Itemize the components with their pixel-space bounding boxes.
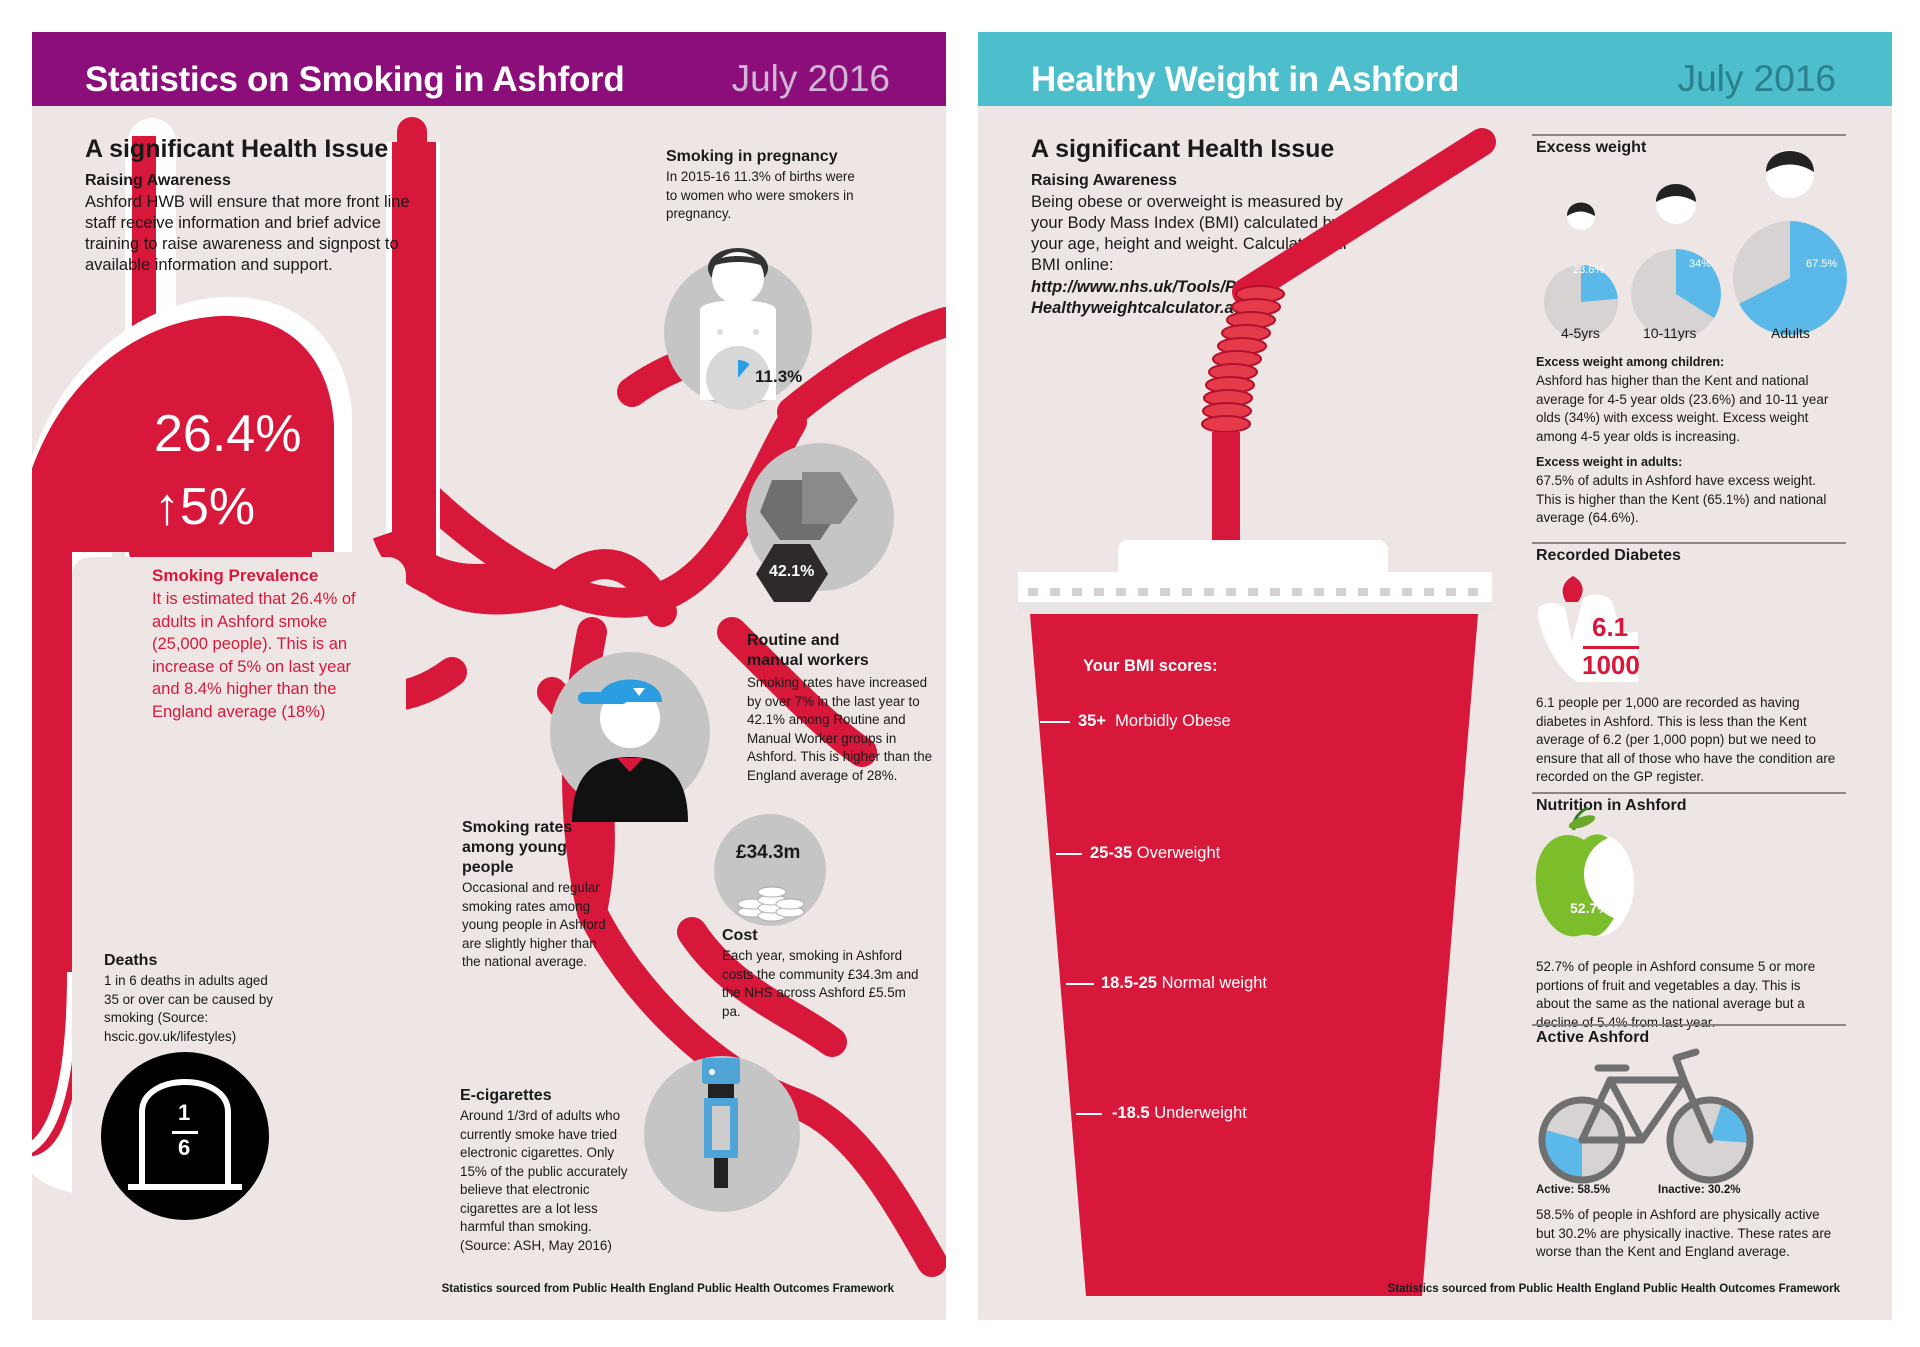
smoking-date: July 2016 [731, 58, 890, 99]
pregnancy-text: In 2015-16 11.3% of births were to women… [666, 169, 855, 221]
pie-10-11yrs-label: 10-11yrs [1643, 325, 1697, 341]
pie-4-5yrs-slice [1581, 264, 1618, 302]
weight-date: July 2016 [1677, 58, 1836, 99]
pie-adults-label: Adults [1771, 325, 1810, 341]
drink-cup-illustration [1018, 128, 1496, 1296]
deaths-denominator: 6 [178, 1135, 191, 1160]
weight-intro-text: Being obese or overweight is measured by… [1031, 193, 1349, 274]
bmi-level-2-range: 25-35 [1090, 844, 1133, 862]
cost-icon [714, 814, 826, 926]
straw-bend [1201, 285, 1285, 433]
bmi-calculator-link[interactable]: http://www.nhs.uk/Tools/Pages/ Healthywe… [1031, 278, 1279, 317]
deaths-text: 1 in 6 deaths in adults aged 35 or over … [104, 973, 273, 1044]
bmi-level-1-range: 35+ [1078, 712, 1106, 730]
prevalence-value: 26.4% [154, 405, 302, 463]
routine-value: 42.1% [769, 563, 815, 580]
inactive-label: Inactive: 30.2% [1658, 1184, 1741, 1196]
weight-header: Healthy Weight in Ashford July 2016 [978, 32, 1892, 106]
blood-drop-icon [1562, 576, 1583, 602]
young-text: Occasional and regular smoking rates amo… [462, 880, 606, 969]
bmi-level-3-range: 18.5-25 [1101, 974, 1157, 992]
smoking-header: Statistics on Smoking in Ashford July 20… [32, 32, 946, 106]
active-title: Active Ashford [1536, 1029, 1650, 1046]
excess-adults-title: Excess weight in adults: [1536, 455, 1683, 469]
routine-text: Smoking rates have increased by over 7% … [747, 675, 933, 783]
active-wheel-fill [1544, 1130, 1582, 1177]
right-bronchus [392, 142, 436, 562]
pie-4-5yrs-value: 23.6% [1573, 264, 1605, 276]
pie-10-11yrs-slice [1676, 249, 1721, 319]
smoking-intro-heading: A significant Health Issue [85, 135, 389, 163]
routine-title: Routine and manual workers [747, 632, 869, 669]
weight-intro-heading: A significant Health Issue [1031, 135, 1335, 163]
nutrition-value: 52.7% [1570, 900, 1610, 916]
bmi-level-4: -18.5 Underweight [1112, 1104, 1247, 1123]
bmi-level-3-label: Normal weight [1161, 974, 1268, 992]
excess-title: Excess weight [1536, 139, 1647, 156]
routine-icon [746, 443, 894, 602]
bmi-level-4-range: -18.5 [1112, 1104, 1150, 1122]
prevalence-title: Smoking Prevalence [152, 566, 319, 585]
bmi-level-1: 35+ Morbidly Obese [1078, 712, 1231, 731]
ecigarette-icon [644, 1056, 800, 1212]
pie-10-11yrs-value: 34% [1689, 258, 1712, 270]
excess-adults-text: 67.5% of adults in Ashford have excess w… [1536, 473, 1827, 525]
weight-panel: Healthy Weight in Ashford July 2016 A si… [978, 32, 1892, 1320]
smoking-panel: Statistics on Smoking in Ashford July 20… [32, 32, 946, 1320]
excess-weight-pies [1544, 150, 1847, 339]
deaths-title: Deaths [104, 952, 158, 969]
ecig-title: E-cigarettes [460, 1087, 552, 1104]
divider [1532, 1024, 1846, 1026]
weight-title: Healthy Weight in Ashford [1031, 60, 1460, 99]
diabetes-text: 6.1 people per 1,000 are recorded as hav… [1536, 695, 1836, 784]
ecig-text: Around 1/3rd of adults who currently smo… [460, 1108, 628, 1253]
bmi-level-1-label: Morbidly Obese [1115, 712, 1231, 730]
prevalence-text: It is estimated that 26.4% of adults in … [152, 590, 356, 721]
smoking-title: Statistics on Smoking in Ashford [85, 60, 625, 99]
young-person-icon [550, 652, 710, 822]
bmi-level-4-label: Underweight [1154, 1104, 1247, 1122]
bmi-level-2-label: Overweight [1136, 844, 1221, 862]
prevalence-change: ↑5% [154, 478, 256, 536]
diabetes-denominator: 1000 [1582, 650, 1640, 680]
weight-footer: Statistics sourced from Public Health En… [1387, 1283, 1840, 1295]
bmi-level-2: 25-35 Overweight [1090, 844, 1220, 863]
deaths-numerator: 1 [178, 1100, 191, 1125]
bmi-title: Your BMI scores: [1083, 657, 1218, 675]
gravestone-icon [101, 1052, 269, 1220]
pregnancy-title: Smoking in pregnancy [666, 148, 838, 165]
active-text: 58.5% of people in Ashford are physicall… [1536, 1207, 1832, 1259]
bmi-level-3: 18.5-25 Normal weight [1101, 974, 1267, 993]
cost-text: Each year, smoking in Ashford costs the … [722, 948, 919, 1019]
weight-intro-subheading: Raising Awareness [1031, 172, 1177, 189]
cup-body [1030, 614, 1478, 1296]
cost-value: £34.3m [736, 842, 801, 863]
pregnancy-value: 11.3% [755, 367, 803, 386]
divider [1532, 134, 1846, 136]
apple-icon [1535, 806, 1634, 937]
excess-children-title: Excess weight among children: [1536, 355, 1725, 369]
inactive-wheel-fill [1710, 1104, 1747, 1143]
diabetes-numerator: 6.1 [1592, 612, 1629, 642]
diabetes-title: Recorded Diabetes [1536, 547, 1681, 564]
pie-adults-value: 67.5% [1806, 258, 1838, 270]
divider [1532, 542, 1846, 544]
pie-4-5yrs-label: 4-5yrs [1561, 325, 1600, 341]
nutrition-title: Nutrition in Ashford [1536, 797, 1687, 814]
pregnancy-icon [664, 248, 812, 410]
smoking-intro-subheading: Raising Awareness [85, 172, 231, 189]
active-label: Active: 58.5% [1536, 1184, 1611, 1196]
pie-adults-slice [1739, 221, 1847, 336]
bicycle-icon [1538, 1048, 1754, 1184]
left-lung [32, 315, 334, 1157]
young-title: Smoking rates among young people [462, 819, 573, 876]
smoking-footer: Statistics sourced from Public Health En… [441, 1283, 894, 1295]
excess-children-text: Ashford has higher than the Kent and nat… [1536, 373, 1829, 444]
cost-title: Cost [722, 927, 758, 944]
pregnancy-wedge [738, 360, 750, 378]
divider [1532, 792, 1846, 794]
diabetes-icon [1538, 576, 1639, 682]
smoking-intro-text: Ashford HWB will ensure that more front … [85, 193, 410, 274]
apple-eaten [1535, 834, 1614, 937]
